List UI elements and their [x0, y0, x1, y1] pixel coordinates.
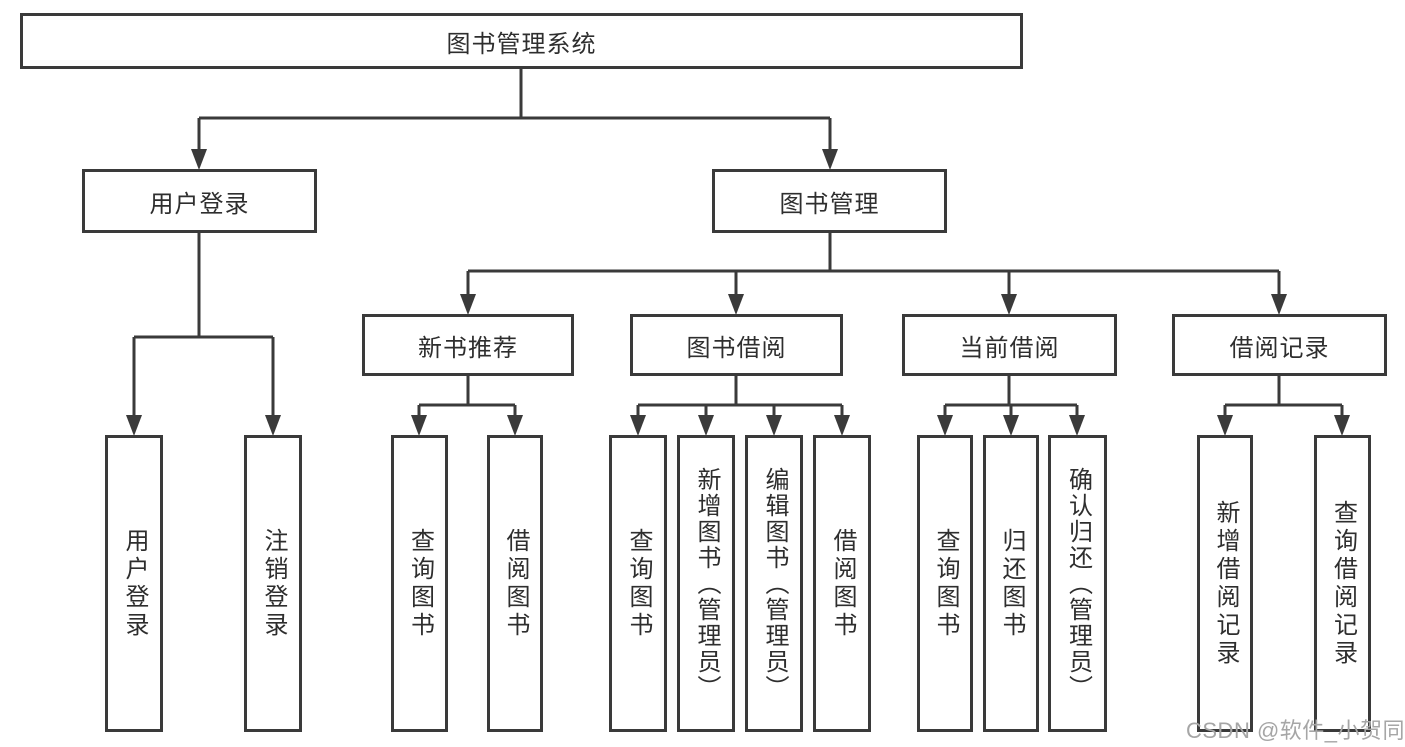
node-borrow-borrow-book: 借阅图书 [813, 435, 871, 732]
node-book-management: 图书管理 [712, 169, 947, 233]
node-borrow-query-book: 查询图书 [609, 435, 667, 732]
node-records-query-record: 查询借阅记录 [1314, 435, 1371, 732]
node-current-borrow: 当前借阅 [902, 314, 1117, 376]
node-borrow-records: 借阅记录 [1172, 314, 1387, 376]
node-recommend-borrow-book: 借阅图书 [487, 435, 543, 732]
node-new-book-recommend: 新书推荐 [362, 314, 574, 376]
node-current-confirm-return-admin: 确认归还（管理员） [1048, 435, 1107, 732]
node-book-borrow: 图书借阅 [630, 314, 843, 376]
node-current-query-book: 查询图书 [917, 435, 973, 732]
node-logout-leaf: 注销登录 [244, 435, 302, 732]
node-current-return-book: 归还图书 [983, 435, 1039, 732]
node-borrow-edit-book-admin: 编辑图书（管理员） [745, 435, 803, 732]
csdn-watermark: CSDN @软件_小贺同学 [1186, 718, 1405, 743]
node-login-leaf: 用户登录 [105, 435, 163, 732]
node-borrow-add-book-admin: 新增图书（管理员） [677, 435, 735, 732]
node-recommend-query-book: 查询图书 [391, 435, 448, 732]
node-root: 图书管理系统 [20, 13, 1023, 69]
node-user-login: 用户登录 [82, 169, 317, 233]
node-records-add-record: 新增借阅记录 [1197, 435, 1253, 732]
